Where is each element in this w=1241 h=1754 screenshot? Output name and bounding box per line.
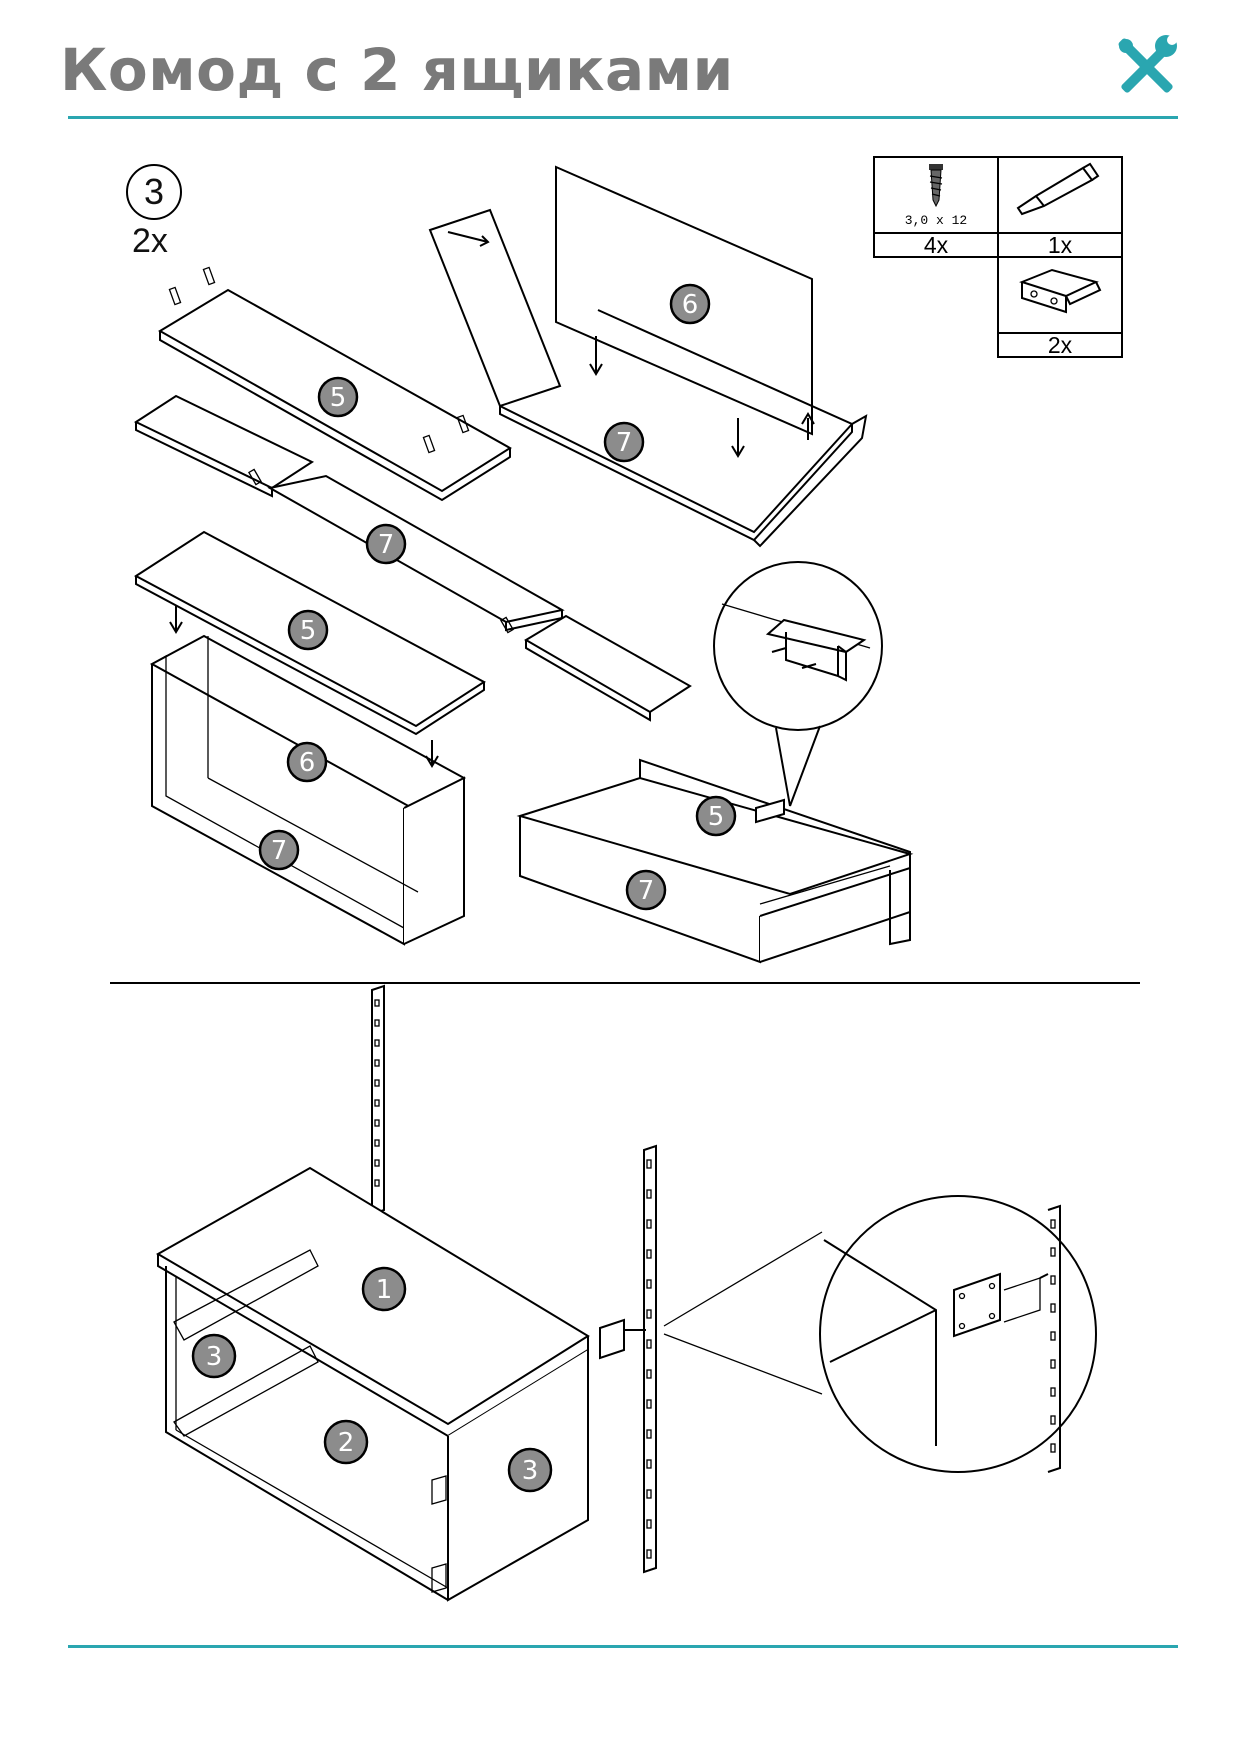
box-assembly — [134, 530, 486, 946]
part-badge-5b: 5 — [287, 609, 329, 651]
section-divider — [110, 982, 1140, 984]
bracket-icon — [1019, 268, 1102, 314]
part-badge-5a: 5 — [317, 376, 359, 418]
svg-text:1: 1 — [376, 1275, 393, 1305]
part-badge-3b: 3 — [507, 1447, 553, 1493]
part-badge-7b: 7 — [365, 523, 407, 565]
part-badge-7a: 7 — [603, 421, 645, 463]
wall-mount-assembly — [155, 984, 1097, 1602]
svg-text:6: 6 — [299, 748, 316, 778]
screw-spec: 3,0 x 12 — [905, 213, 967, 228]
panel-assembly-top — [428, 165, 868, 548]
svg-text:5: 5 — [708, 802, 725, 832]
part-badge-5c: 5 — [695, 795, 737, 837]
glue-qty: 1x — [1048, 232, 1073, 258]
screw-qty: 4x — [924, 232, 949, 258]
svg-text:3: 3 — [522, 1456, 539, 1486]
tools-icon — [1118, 35, 1177, 93]
svg-text:2: 2 — [338, 1428, 355, 1458]
svg-text:5: 5 — [300, 616, 317, 646]
footer-rule — [68, 1645, 1178, 1648]
svg-text:7: 7 — [616, 428, 633, 458]
svg-text:7: 7 — [638, 876, 655, 906]
svg-text:7: 7 — [378, 530, 395, 560]
drawer-box — [516, 758, 914, 964]
step-number: 3 — [126, 164, 182, 220]
part-badge-7d: 7 — [625, 869, 667, 911]
bracket-detail-callout — [713, 561, 883, 807]
part-badge-6a: 6 — [669, 283, 711, 325]
bracket-qty: 2x — [1048, 332, 1073, 358]
page-title: Комод с 2 ящиками — [60, 36, 734, 104]
part-badge-7c: 7 — [258, 829, 300, 871]
step-multiplier: 2x — [132, 222, 168, 260]
parts-table: 3,0 x 12 4x 1x 2x — [873, 156, 1123, 358]
part-badge-3a: 3 — [191, 1333, 237, 1379]
part-badge-1: 1 — [361, 1266, 407, 1312]
part-badge-6b: 6 — [286, 741, 328, 783]
svg-text:5: 5 — [330, 383, 347, 413]
svg-text:3: 3 — [206, 1342, 223, 1372]
glue-tube-icon — [1016, 162, 1100, 216]
svg-text:6: 6 — [682, 290, 699, 320]
svg-text:7: 7 — [271, 836, 288, 866]
screw-icon — [929, 164, 943, 208]
header-rule — [68, 116, 1178, 119]
part-badge-2: 2 — [323, 1419, 369, 1465]
